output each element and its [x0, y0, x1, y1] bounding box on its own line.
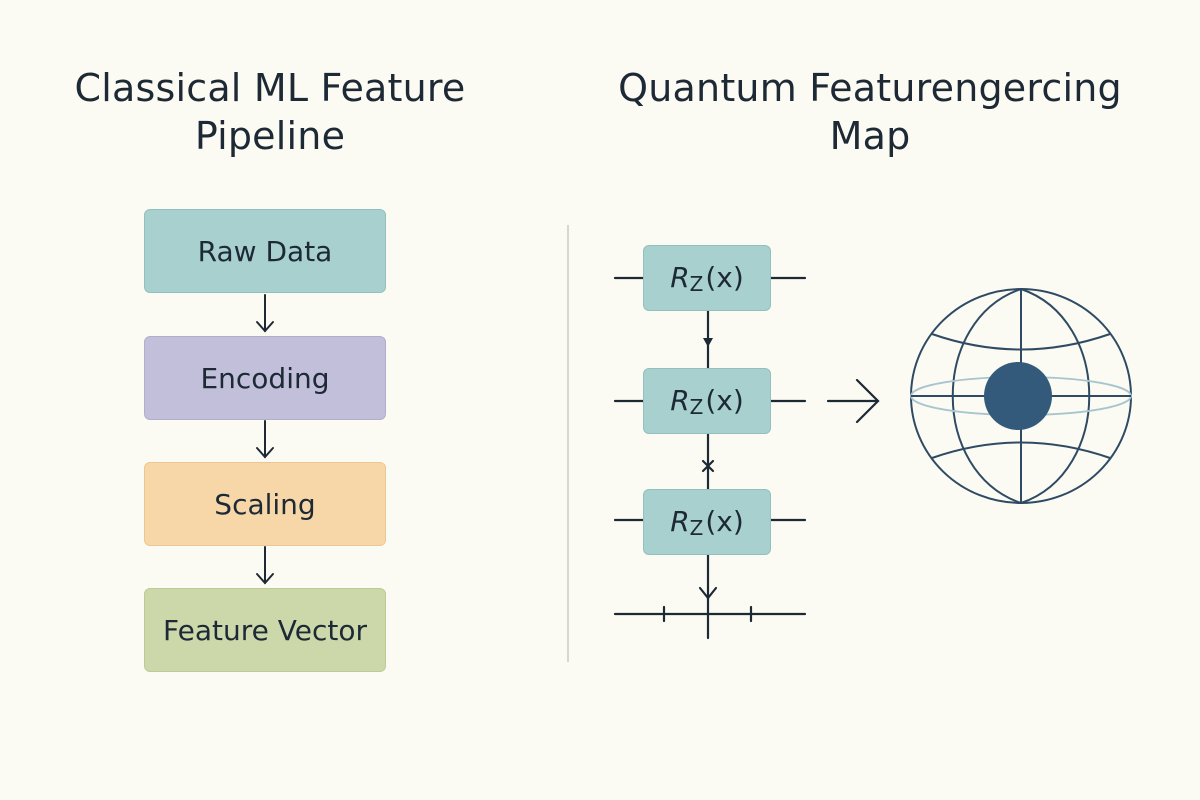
arrow-to-bloch-sphere: [826, 378, 880, 424]
link-cross-mark: [701, 459, 715, 473]
arrow-scaling-to-feature: [256, 546, 274, 585]
feature-vector-label: Feature Vector: [163, 613, 367, 647]
scaling-label: Scaling: [214, 487, 316, 521]
rz-gate-1-label: RZ(x): [670, 260, 744, 296]
encoding-label: Encoding: [200, 361, 330, 395]
rz-gate-2-label: RZ(x): [670, 383, 744, 419]
raw-data-label: Raw Data: [197, 234, 333, 268]
encoding-box: Encoding: [144, 336, 386, 420]
raw-data-box: Raw Data: [144, 209, 386, 293]
rz-gate-1: RZ(x): [643, 245, 771, 311]
rz-gate-2: RZ(x): [643, 368, 771, 434]
arrow-encoding-to-scaling: [256, 420, 274, 459]
scaling-box: Scaling: [144, 462, 386, 546]
classical-pipeline-title: Classical ML Feature Pipeline: [74, 66, 466, 158]
rz-gate-3-label: RZ(x): [670, 504, 744, 540]
arrow-raw-to-encoding: [256, 294, 274, 333]
feature-vector-box: Feature Vector: [144, 588, 386, 672]
quantum-feature-map-title: Quantum Featurengercing Map: [618, 66, 1122, 158]
link-arrowhead-1: [703, 338, 713, 347]
rz-gate-3: RZ(x): [643, 489, 771, 555]
link-arrowhead-3: [698, 586, 718, 600]
bloch-state-point: [984, 362, 1052, 430]
